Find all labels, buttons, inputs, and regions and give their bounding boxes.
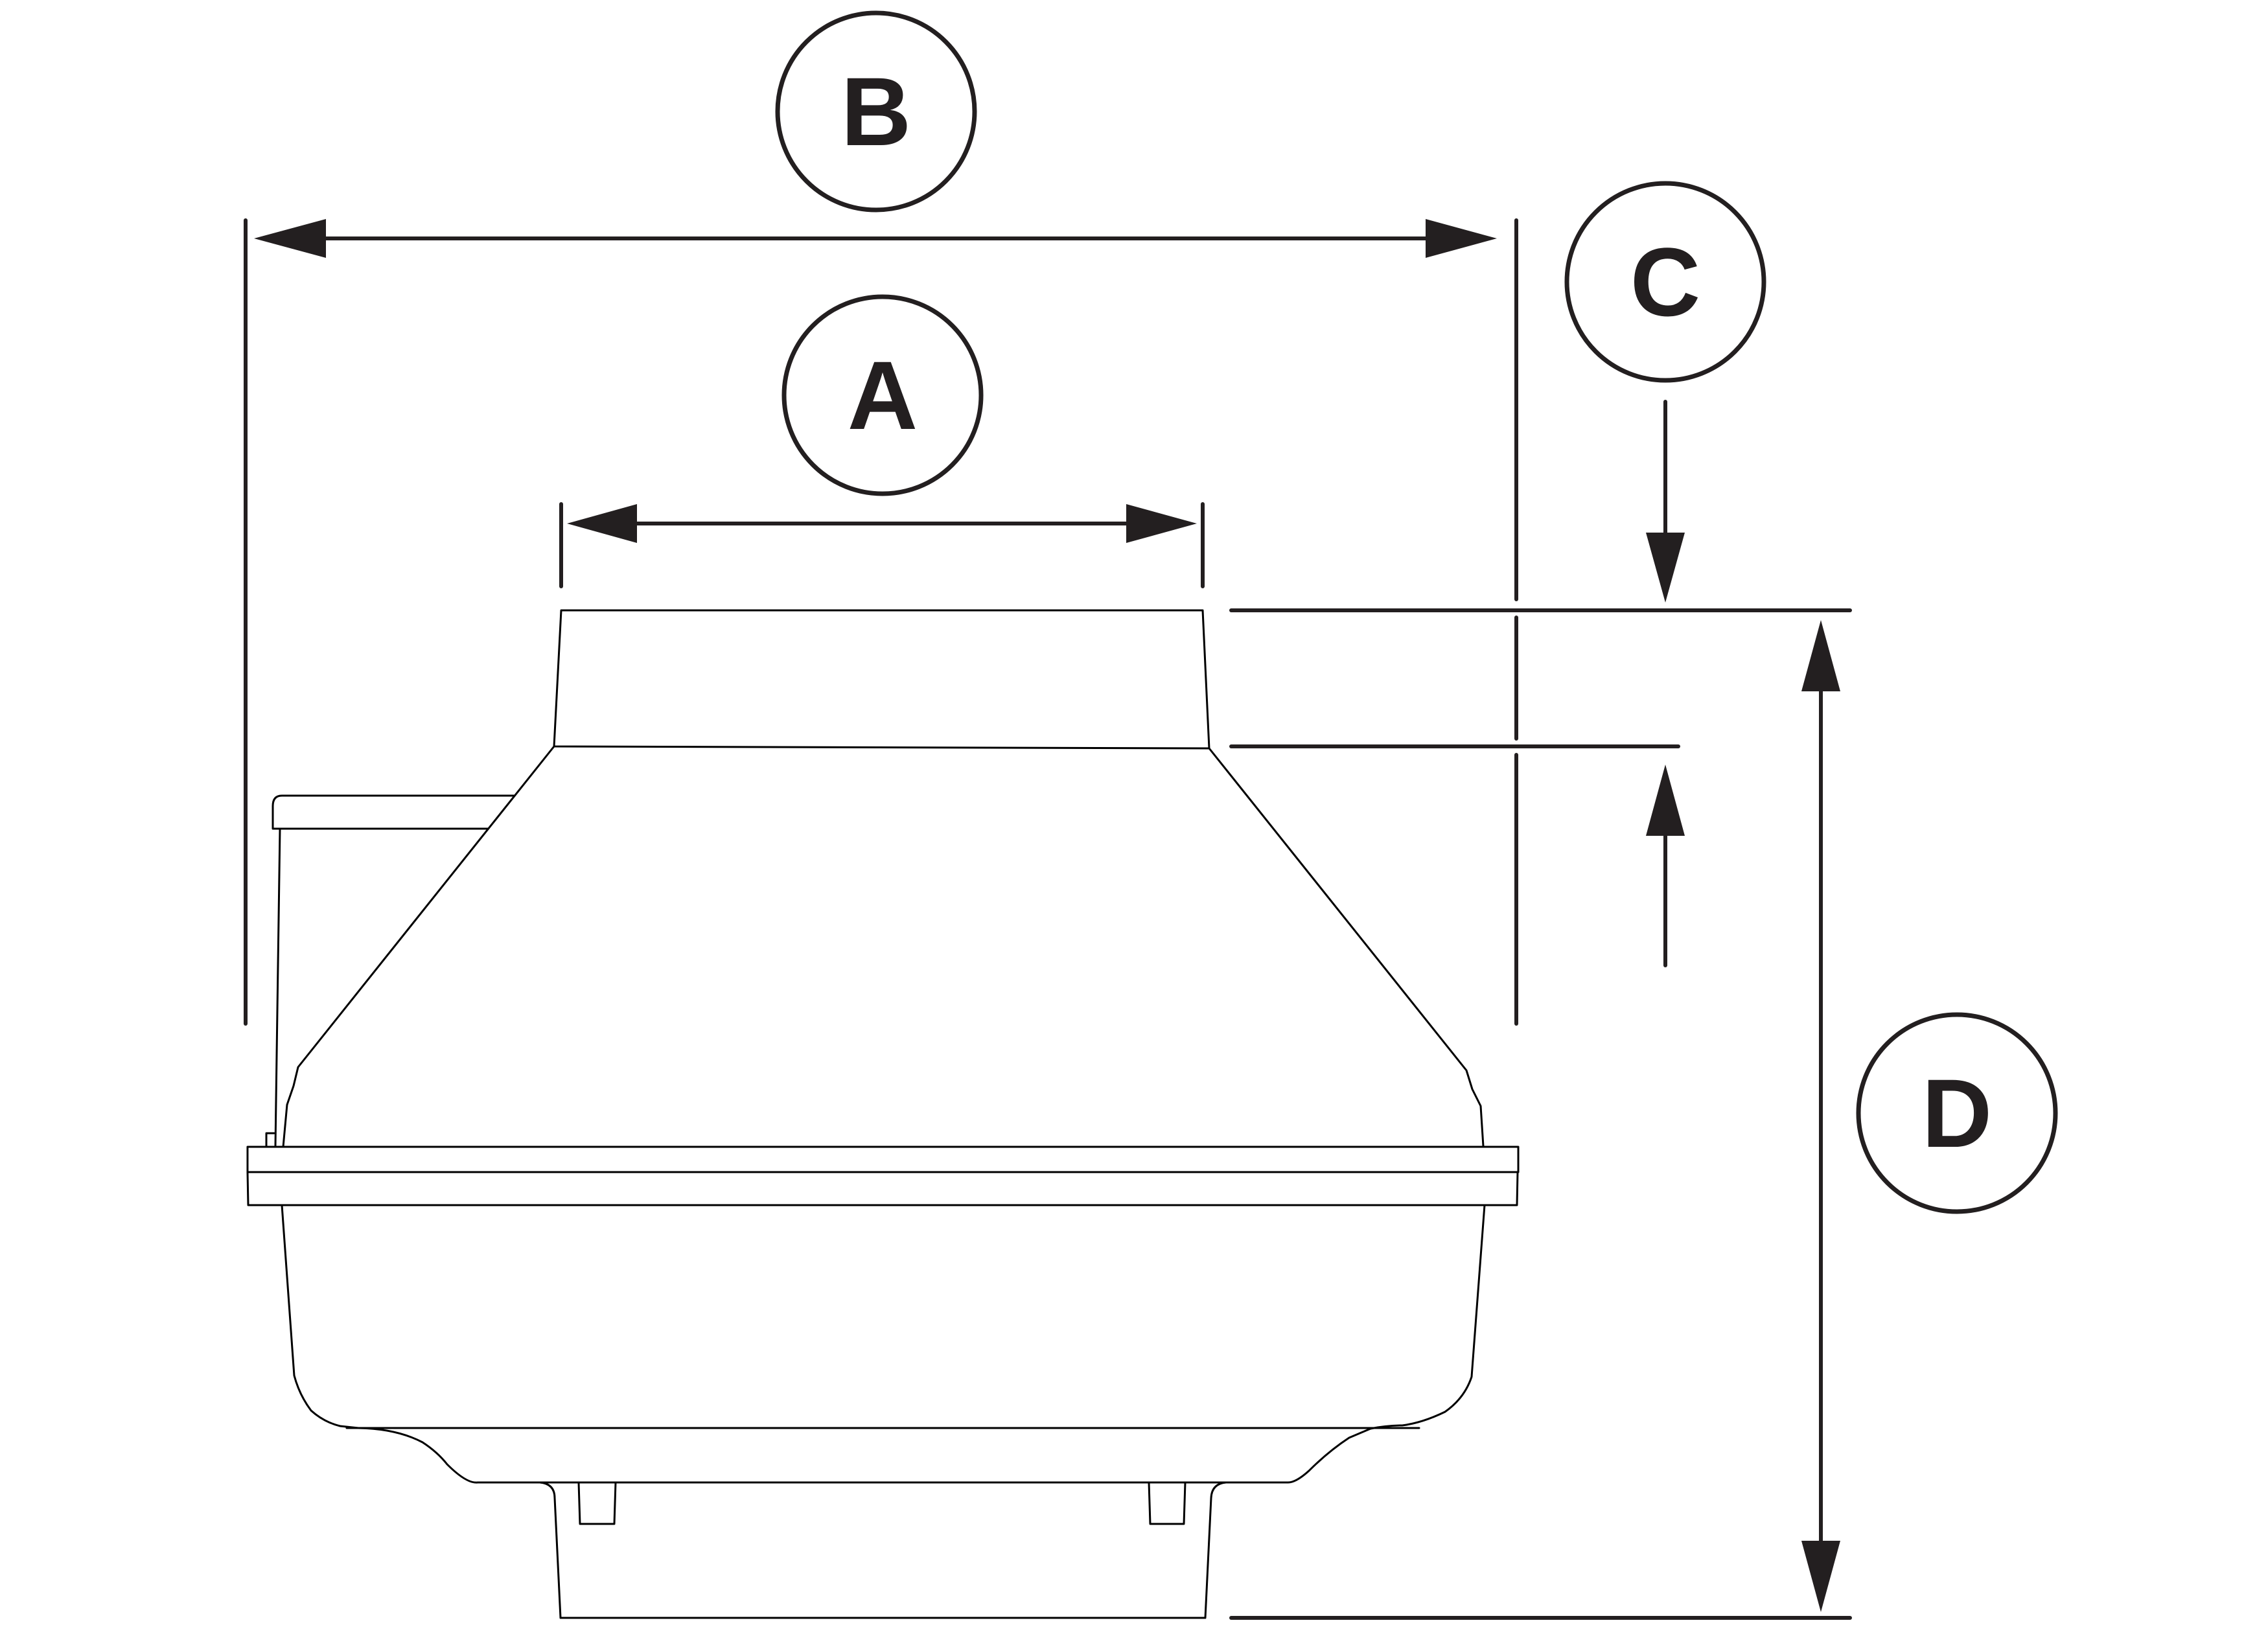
label-a-text: A [848,341,918,450]
label-b: B [775,10,977,213]
dim-b-arrow-right [1426,219,1497,258]
mount-tab-left [577,1481,617,1525]
label-a: A [781,294,984,496]
label-c: C [1564,181,1766,383]
label-c-text: C [1630,227,1700,336]
dim-d-arrow-top [1801,620,1840,691]
fan-outline [246,609,1520,1619]
dimension-lines [244,218,1852,1620]
label-d: D [1856,1012,2058,1214]
label-c-circle [1564,181,1766,383]
lower-housing [281,1204,1486,1484]
label-b-circle [775,10,977,213]
junction-stub [265,1132,275,1147]
label-b-text: B [841,57,911,166]
conical-hood-right [1208,747,1485,1147]
label-a-circle [781,294,984,496]
junction-box [272,794,515,830]
mounting-flange [246,1146,1520,1173]
label-d-text: D [1922,1059,1992,1168]
mounting-flange-lower [246,1171,1519,1206]
dim-c-arrow-bottom [1646,765,1685,836]
outlet-collar [553,609,1210,750]
junction-box-side [274,827,281,1147]
dim-a-arrow-left [567,504,637,543]
label-d-circle [1856,1012,2058,1214]
dim-c-arrow-top [1646,533,1685,603]
dim-d-arrow-bottom [1801,1541,1840,1612]
dim-a-arrow-right [1126,504,1197,543]
conical-hood [282,745,555,1148]
mount-tab-right [1148,1481,1186,1525]
inlet-spigot [538,1481,1227,1619]
dim-b-arrow-left [254,219,326,258]
